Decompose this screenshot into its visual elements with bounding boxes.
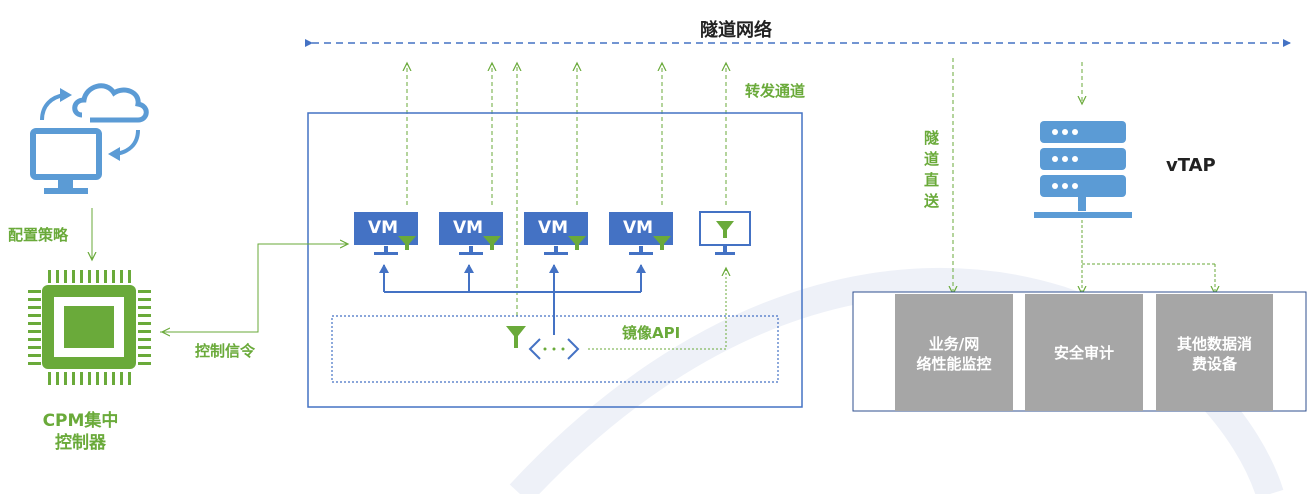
tunnel-direct-label: 隧 道 直 送 <box>924 128 944 212</box>
consumer-box-other <box>1156 294 1273 411</box>
consumer-audit-line1: 安全审计 <box>1053 344 1114 362</box>
vm-label-4: VM <box>623 218 654 238</box>
background-swoosh <box>509 267 1284 494</box>
consumer-label-monitor: 业务/网 络性能监控 <box>895 334 1013 374</box>
direct-char-1: 隧 <box>924 129 940 147</box>
vm-label-1: VM <box>368 218 399 238</box>
vtap-label: vTAP <box>1166 155 1216 176</box>
vm-label-3: VM <box>538 218 569 238</box>
mirror-api-label: 镜像API <box>622 324 681 342</box>
vm-monitor-4 <box>609 212 673 255</box>
consumer-monitor-line2: 络性能监控 <box>916 355 992 373</box>
forward-channel-arrows <box>407 63 726 316</box>
api-icon <box>528 338 580 360</box>
vm-monitor-1 <box>354 212 418 255</box>
direct-char-2: 道 <box>924 150 940 168</box>
direct-char-3: 直 <box>924 171 940 189</box>
tunnel-network-title: 隧道网络 <box>700 20 772 41</box>
chip-icon <box>28 270 151 385</box>
direct-char-4: 送 <box>924 192 940 210</box>
filter-icon <box>506 326 526 348</box>
control-signal-label: 控制信令 <box>195 342 256 360</box>
consumer-other-line2: 费设备 <box>1191 355 1237 373</box>
config-policy-label: 配置策略 <box>8 226 69 244</box>
consumer-label-audit: 安全审计 <box>1025 343 1143 363</box>
consumer-monitor-line1: 业务/网 <box>928 335 980 353</box>
vm-monitor-2 <box>439 212 503 255</box>
cloud-sync-icon <box>30 83 149 194</box>
cpm-controller-label: CPM集中 控制器 <box>28 410 133 454</box>
consumer-other-line1: 其他数据消 <box>1176 335 1252 353</box>
vm-label-2: VM <box>453 218 484 238</box>
control-signal-line <box>160 244 348 333</box>
vtap-out-arrows <box>1082 220 1215 294</box>
forward-channel-label: 转发通道 <box>745 82 806 100</box>
consumer-box-audit <box>1025 294 1143 411</box>
vm-bracket <box>379 264 646 335</box>
cpm-label-line2: 控制器 <box>55 433 106 453</box>
host-box <box>307 112 803 408</box>
consumer-label-other: 其他数据消 费设备 <box>1156 334 1273 374</box>
monitor-filter-icon <box>699 211 751 255</box>
cpm-label-line1: CPM集中 <box>42 411 119 431</box>
api-to-monitor-line <box>588 268 726 350</box>
server-icon <box>1034 121 1132 218</box>
vm-monitor-3 <box>524 212 588 255</box>
consumer-box-monitor <box>895 294 1013 411</box>
